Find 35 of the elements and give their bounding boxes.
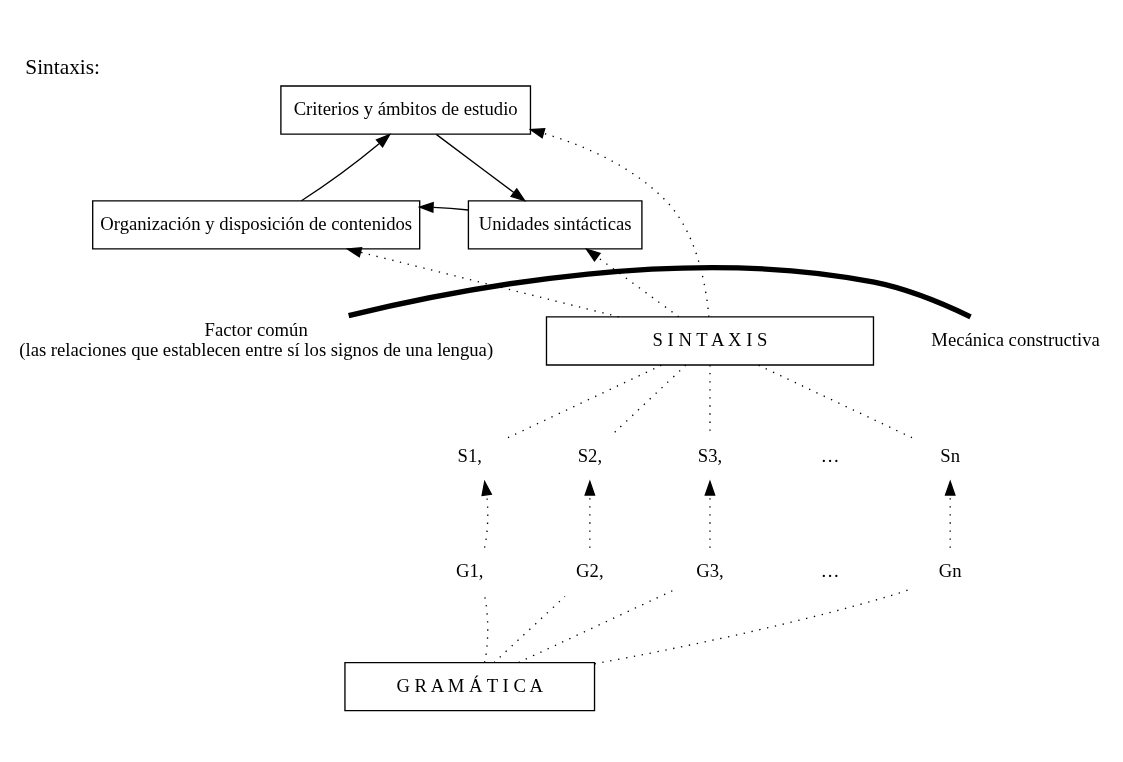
label: …	[820, 559, 840, 581]
node-text: S3,	[697, 445, 723, 467]
node-box: Criterios y ámbitos de estudio	[280, 85, 532, 135]
node-text: S2,	[577, 445, 603, 467]
label: …	[820, 445, 840, 467]
arrow	[435, 133, 527, 202]
arrow	[345, 246, 620, 318]
arrow	[584, 479, 596, 549]
node-text: Mecánica constructiva	[931, 328, 1100, 350]
connector	[613, 364, 687, 434]
diagram-title: Sintaxis:	[25, 54, 101, 79]
node-box: G R A M Á T I C A	[344, 661, 596, 712]
arrow	[481, 479, 493, 549]
arrow	[584, 247, 680, 318]
node-text: S1,	[457, 445, 482, 467]
node-text: G2,	[576, 559, 604, 581]
node-text: Sn	[940, 445, 961, 467]
node-box: Unidades sintácticas	[467, 200, 643, 250]
connector	[493, 595, 566, 664]
node-text: Factor común (las relaciones que establecen entre sí los signos de una lengua)	[19, 318, 494, 360]
node-text: G1,	[455, 559, 484, 581]
arrow	[417, 201, 470, 214]
arrow	[944, 479, 956, 549]
connector	[518, 589, 675, 664]
connector	[348, 265, 972, 320]
arrow	[704, 479, 716, 549]
node-text: G3,	[696, 559, 724, 581]
node-box: S I N T A X I S	[545, 316, 875, 366]
arrow	[300, 133, 392, 202]
connector	[505, 364, 663, 440]
node-text: Gn	[938, 559, 962, 581]
arrow	[528, 128, 710, 318]
node-box: Organización y disposición de contenidos	[92, 200, 421, 250]
connector	[757, 364, 915, 440]
connector	[483, 595, 489, 664]
